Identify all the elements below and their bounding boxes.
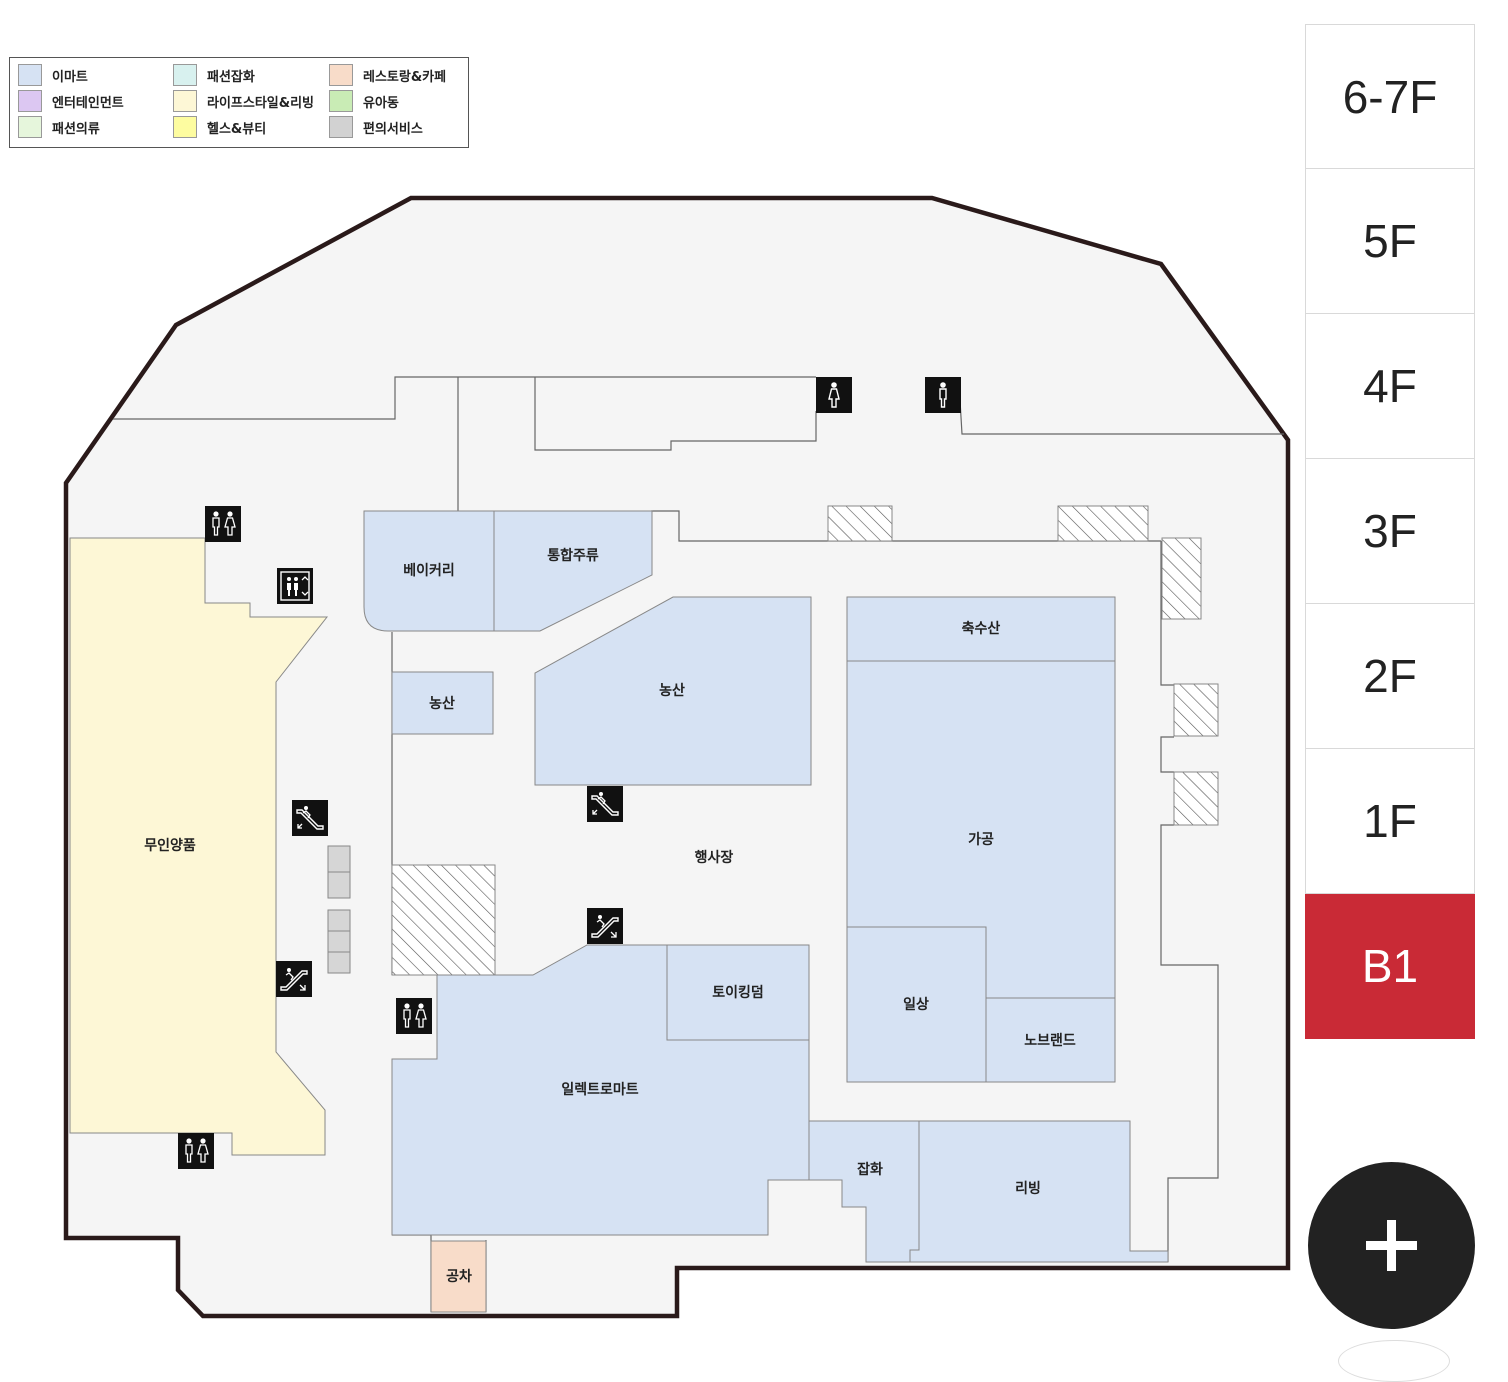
floor-button-b1[interactable]: B1 — [1305, 894, 1475, 1039]
store-toys[interactable] — [666, 944, 810, 1041]
floor-button-3f[interactable]: 3F — [1305, 459, 1475, 604]
store-daily[interactable] — [846, 926, 987, 1083]
escalator-up-icon[interactable] — [586, 907, 624, 945]
legend-item: 헬스&뷰티 — [173, 115, 266, 139]
store-label-living: 리빙 — [1015, 1181, 1041, 1197]
zoom-in-button[interactable] — [1308, 1162, 1475, 1329]
legend-label: 헬스&뷰티 — [207, 121, 267, 137]
female-restroom-icon[interactable] — [815, 376, 853, 414]
store-label-bakery: 베이커리 — [403, 562, 455, 579]
elevator-icon[interactable] — [276, 567, 314, 605]
legend-item: 편의서비스 — [329, 115, 423, 139]
escalator-down-icon[interactable] — [291, 799, 329, 837]
floor-button-5f[interactable]: 5F — [1305, 169, 1475, 314]
escalator-up-icon[interactable] — [275, 960, 313, 998]
store-label-daily: 일상 — [903, 997, 929, 1013]
legend-item: 패션의류 — [18, 115, 100, 139]
legend-swatch — [173, 116, 197, 138]
store-bakery[interactable] — [363, 510, 495, 632]
store-agri-small[interactable] — [391, 671, 494, 735]
legend-label: 레스토랑&카페 — [363, 69, 447, 85]
floor-button-6-7f[interactable]: 6-7F — [1305, 24, 1475, 169]
legend-label: 패션잡화 — [207, 69, 255, 85]
store-label-sundries: 잡화 — [857, 1161, 883, 1178]
store-label-electro: 일렉트로마트 — [561, 1081, 638, 1098]
legend-swatch — [329, 90, 353, 112]
legend-label: 편의서비스 — [363, 121, 423, 137]
legend-swatch — [18, 116, 42, 138]
store-utility[interactable] — [430, 1240, 487, 1313]
floor-button-1f[interactable]: 1F — [1305, 749, 1475, 894]
store-label-agri-main: 농산 — [659, 682, 685, 699]
legend-swatch — [329, 64, 353, 86]
area-label-event-hall: 행사장 — [695, 849, 734, 866]
legend-swatch — [329, 116, 353, 138]
map-legend: 이마트 엔터테인먼트 패션의류 패션잡화 라이프스타일&리빙 헬스&뷰티 레스토… — [9, 57, 469, 148]
floor-map: 무인양품 베이커리 통합주류 농산 농산 행사장 축수산 가공 일상 노브랜드 … — [63, 195, 1291, 1319]
store-muji[interactable] — [69, 537, 329, 1156]
escalator-down-icon[interactable] — [586, 785, 624, 823]
legend-item: 엔터테인먼트 — [18, 89, 124, 113]
store-label-utility: 공차 — [446, 1269, 472, 1285]
store-livestock-seafood[interactable] — [846, 596, 1116, 662]
legend-item: 레스토랑&카페 — [329, 63, 446, 87]
legend-swatch — [18, 90, 42, 112]
restricted-areas — [391, 505, 1219, 976]
legend-label: 패션의류 — [52, 121, 100, 137]
legend-label: 라이프스타일&리빙 — [207, 95, 315, 111]
store-label-muji: 무인양품 — [144, 837, 196, 854]
legend-item: 패션잡화 — [173, 63, 255, 87]
store-label-processed: 가공 — [968, 832, 994, 848]
legend-swatch — [18, 64, 42, 86]
legend-swatch — [173, 64, 197, 86]
store-liquor[interactable] — [493, 510, 653, 632]
store-label-toys: 토이킹덤 — [712, 984, 764, 1001]
store-label-no-brand: 노브랜드 — [1024, 1032, 1076, 1049]
floor-button-2f[interactable]: 2F — [1305, 604, 1475, 749]
restroom-icon[interactable] — [177, 1132, 215, 1170]
service-blocks — [327, 845, 351, 974]
store-no-brand[interactable] — [985, 997, 1116, 1083]
plus-icon — [1366, 1220, 1417, 1271]
legend-swatch — [173, 90, 197, 112]
store-living[interactable] — [909, 1120, 1169, 1263]
male-restroom-icon[interactable] — [924, 376, 962, 414]
store-label-liquor: 통합주류 — [547, 547, 599, 564]
legend-item: 이마트 — [18, 63, 88, 87]
store-label-livestock-seafood: 축수산 — [962, 620, 1001, 637]
floor-button-4f[interactable]: 4F — [1305, 314, 1475, 459]
store-agri-main[interactable] — [534, 596, 812, 786]
legend-label: 유아동 — [363, 95, 399, 111]
store-label-agri-small: 농산 — [429, 695, 455, 712]
floor-selector: 6-7F 5F 4F 3F 2F 1F B1 — [1305, 24, 1475, 1039]
legend-label: 엔터테인먼트 — [52, 95, 124, 111]
legend-label: 이마트 — [52, 69, 88, 85]
restroom-icon[interactable] — [204, 505, 242, 543]
legend-item: 라이프스타일&리빙 — [173, 89, 314, 113]
restroom-icon[interactable] — [395, 997, 433, 1035]
legend-item: 유아동 — [329, 89, 399, 113]
zoom-out-button[interactable] — [1338, 1340, 1450, 1382]
